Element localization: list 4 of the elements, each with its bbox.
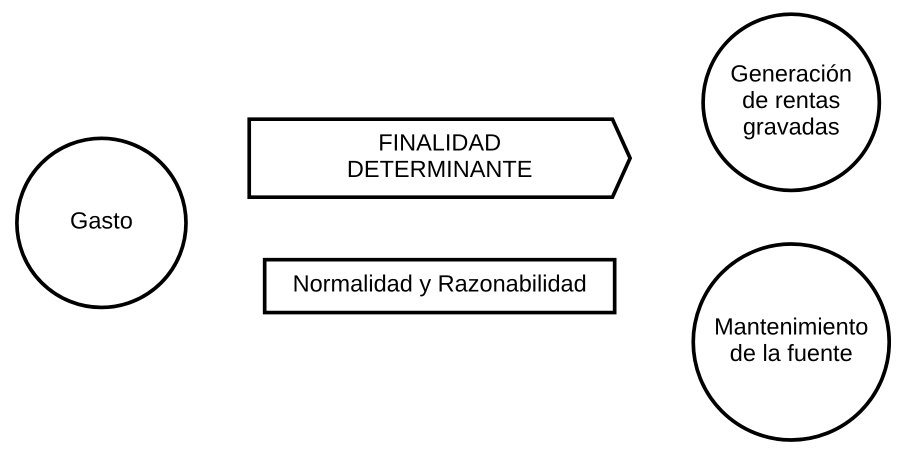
- node-box: Normalidad y Razonabilidad: [262, 258, 616, 314]
- node-circle: Generación de rentas gravadas: [701, 12, 882, 192]
- node-circle: Mantenimiento de la fuente: [691, 242, 892, 442]
- node-circle: Gasto: [15, 136, 188, 310]
